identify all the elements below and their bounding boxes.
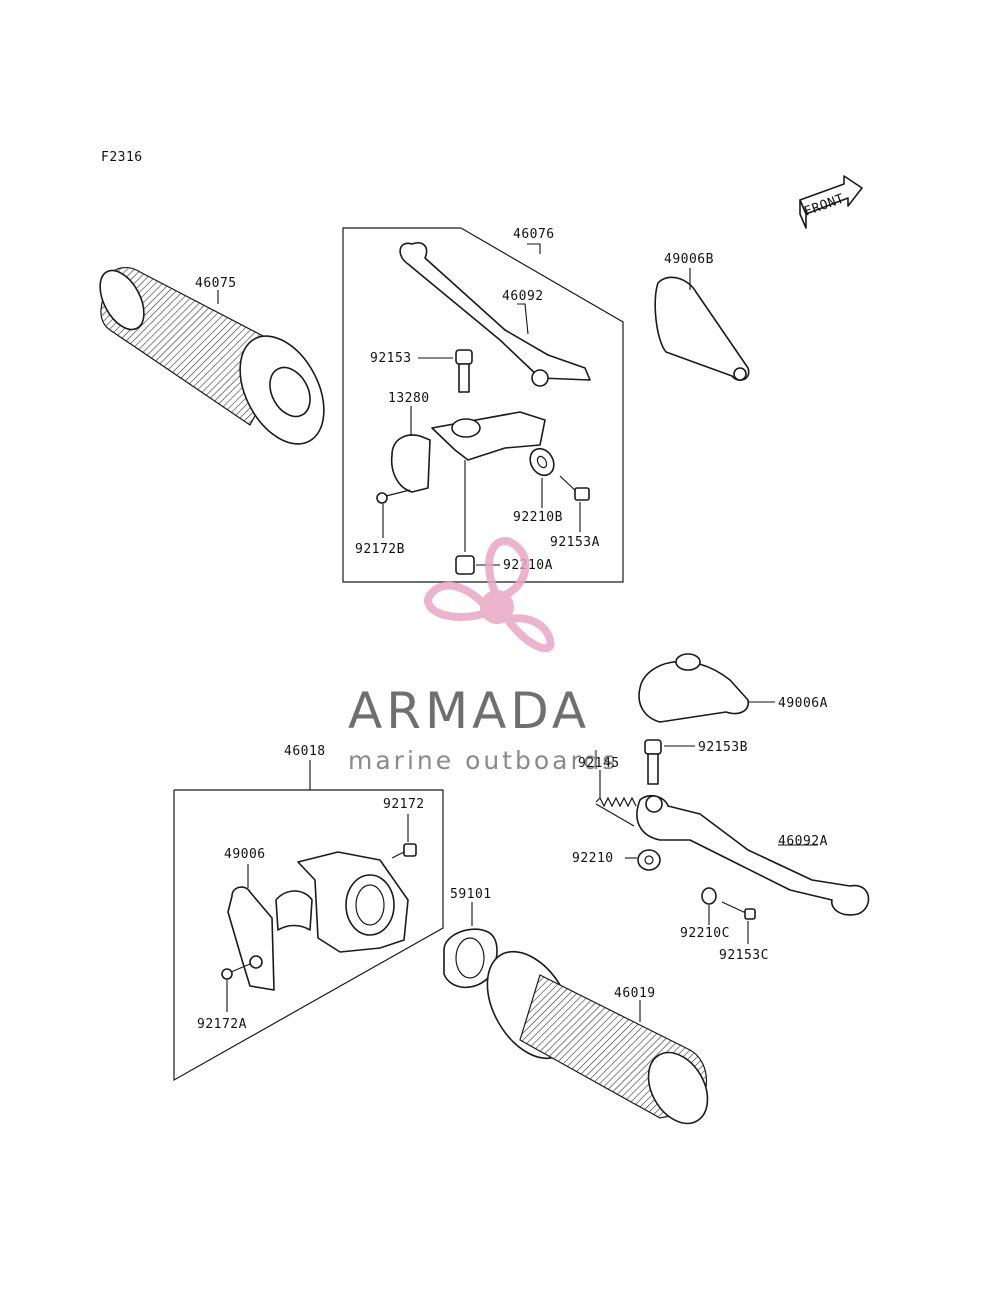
label-46018: 46018 xyxy=(284,744,326,759)
lever-bracket xyxy=(431,411,546,461)
propeller-logo-icon xyxy=(424,537,555,653)
left-grip-46075 xyxy=(99,267,325,445)
bolt-92153b xyxy=(644,739,662,785)
screw-92172a xyxy=(221,963,251,980)
bolt-92153 xyxy=(455,349,473,393)
label-13280: 13280 xyxy=(388,391,430,406)
label-46075: 46075 xyxy=(195,276,237,291)
nut-92210a xyxy=(455,555,475,575)
cover-49006 xyxy=(227,886,275,991)
label-92145: 92145 xyxy=(578,756,620,771)
label-92153c: 92153C xyxy=(719,948,769,963)
guide-59101 xyxy=(443,928,498,989)
right-grip-46019 xyxy=(486,950,709,1125)
nut-92210 xyxy=(637,849,661,871)
washer-92210b xyxy=(529,447,555,477)
cover-49006a xyxy=(638,653,749,723)
throttle-housing xyxy=(275,851,409,953)
label-49006: 49006 xyxy=(224,847,266,862)
screw-92172 xyxy=(391,843,417,859)
screw-92172b xyxy=(376,489,411,504)
label-92210c: 92210C xyxy=(680,926,730,941)
label-92153: 92153 xyxy=(370,351,412,366)
label-92210b: 92210B xyxy=(513,510,563,525)
bolt-92153c xyxy=(721,901,756,920)
watermark-tagline: marine outboards xyxy=(348,746,618,775)
label-92172: 92172 xyxy=(383,797,425,812)
label-46076: 46076 xyxy=(513,227,555,242)
lever-46092a xyxy=(636,794,870,916)
label-46019: 46019 xyxy=(614,986,656,1001)
washer-92210c xyxy=(701,887,717,905)
label-49006a: 49006A xyxy=(778,696,828,711)
label-49006b: 49006B xyxy=(664,252,714,267)
label-59101: 59101 xyxy=(450,887,492,902)
upper-group-frame xyxy=(342,227,624,583)
bolt-92153a xyxy=(559,475,590,501)
figure-code: F2316 xyxy=(101,150,143,165)
label-46092a: 46092A xyxy=(778,834,828,849)
clamp-13280 xyxy=(390,434,431,493)
spring-92145 xyxy=(595,796,637,827)
watermark-brand: ARMADA xyxy=(348,682,590,740)
label-92153a: 92153A xyxy=(550,535,600,550)
cover-49006b xyxy=(654,276,750,381)
front-arrow-icon: FRONT xyxy=(799,175,863,229)
label-92172a: 92172A xyxy=(197,1017,247,1032)
label-92153b: 92153B xyxy=(698,740,748,755)
label-92210: 92210 xyxy=(572,851,614,866)
lever-46092 xyxy=(399,242,591,387)
lower-group-frame xyxy=(173,789,444,1082)
label-92172b: 92172B xyxy=(355,542,405,557)
label-46092: 46092 xyxy=(502,289,544,304)
